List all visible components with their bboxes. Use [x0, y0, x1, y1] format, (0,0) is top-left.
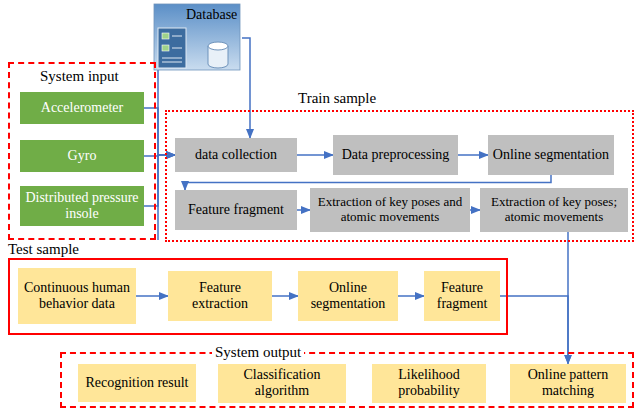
process-box: Feature fragment	[175, 190, 297, 230]
process-box: Data preprocessing	[333, 135, 458, 175]
box-label: data collection	[195, 147, 277, 163]
group-title: Train sample	[298, 90, 376, 106]
box-label: Feature fragment	[428, 280, 496, 312]
box-label: Feature fragment	[188, 202, 284, 218]
box-label: Recognition result	[85, 375, 188, 391]
box-label: Feature extraction	[172, 280, 268, 312]
flow-arrow	[297, 154, 333, 156]
flow-arrow	[144, 155, 175, 206]
database-label: Database	[186, 7, 237, 23]
flow-arrow	[470, 209, 480, 211]
output-group: System outputRecognition resultClassific…	[60, 352, 634, 408]
process-box: Classification algorithm	[218, 364, 346, 403]
group-title: System output	[212, 344, 304, 360]
box-label: Distributed pressure insole	[24, 190, 140, 222]
sensor-box: Distributed pressure insole	[20, 186, 144, 226]
box-label: Online segmentation	[493, 147, 609, 163]
process-box: Extraction of key poses; atomic movement…	[480, 188, 628, 232]
process-box: Extraction of key poses and atomic movem…	[310, 188, 470, 232]
flow-arrow	[272, 295, 298, 297]
sensor-box: Accelerometer	[20, 92, 144, 124]
process-box: Recognition result	[78, 364, 196, 402]
process-box: Likelihood probability	[372, 364, 486, 403]
box-label: Gyro	[68, 148, 97, 164]
group-title: Test sample	[8, 241, 79, 257]
flow-arrow	[458, 154, 488, 156]
flow-arrow	[144, 108, 175, 155]
process-box: Online segmentation	[298, 271, 398, 321]
process-box: Feature extraction	[168, 271, 272, 321]
process-box: Online segmentation	[488, 135, 614, 175]
flow-arrow	[242, 38, 250, 138]
flow-arrow	[297, 209, 310, 211]
train-group: Train sampledata collectionData preproce…	[165, 110, 634, 242]
input-group: System inputAccelerometerGyroDistributed…	[8, 62, 156, 240]
box-label: Online pattern matching	[514, 367, 622, 399]
box-label: Continuous human behavior data	[22, 280, 132, 312]
box-label: Likelihood probability	[376, 367, 482, 399]
box-label: Extraction of key poses; atomic movement…	[484, 195, 624, 225]
group-title: System input	[40, 68, 119, 84]
box-label: Online segmentation	[302, 280, 394, 312]
box-label: Accelerometer	[41, 100, 123, 116]
process-box: Online pattern matching	[510, 364, 626, 403]
flow-arrow	[398, 295, 424, 297]
process-box: Continuous human behavior data	[18, 268, 136, 324]
box-label: Data preprocessing	[342, 147, 450, 163]
box-label: Extraction of key poses and atomic movem…	[314, 195, 466, 225]
flow-arrow	[136, 295, 168, 297]
process-box: data collection	[175, 138, 297, 172]
process-box: Feature fragment	[424, 271, 500, 321]
sensor-box: Gyro	[20, 140, 144, 172]
database-icon: Database	[150, 2, 242, 74]
test-group: Test sampleContinuous human behavior dat…	[8, 258, 508, 335]
box-label: Classification algorithm	[222, 367, 342, 399]
